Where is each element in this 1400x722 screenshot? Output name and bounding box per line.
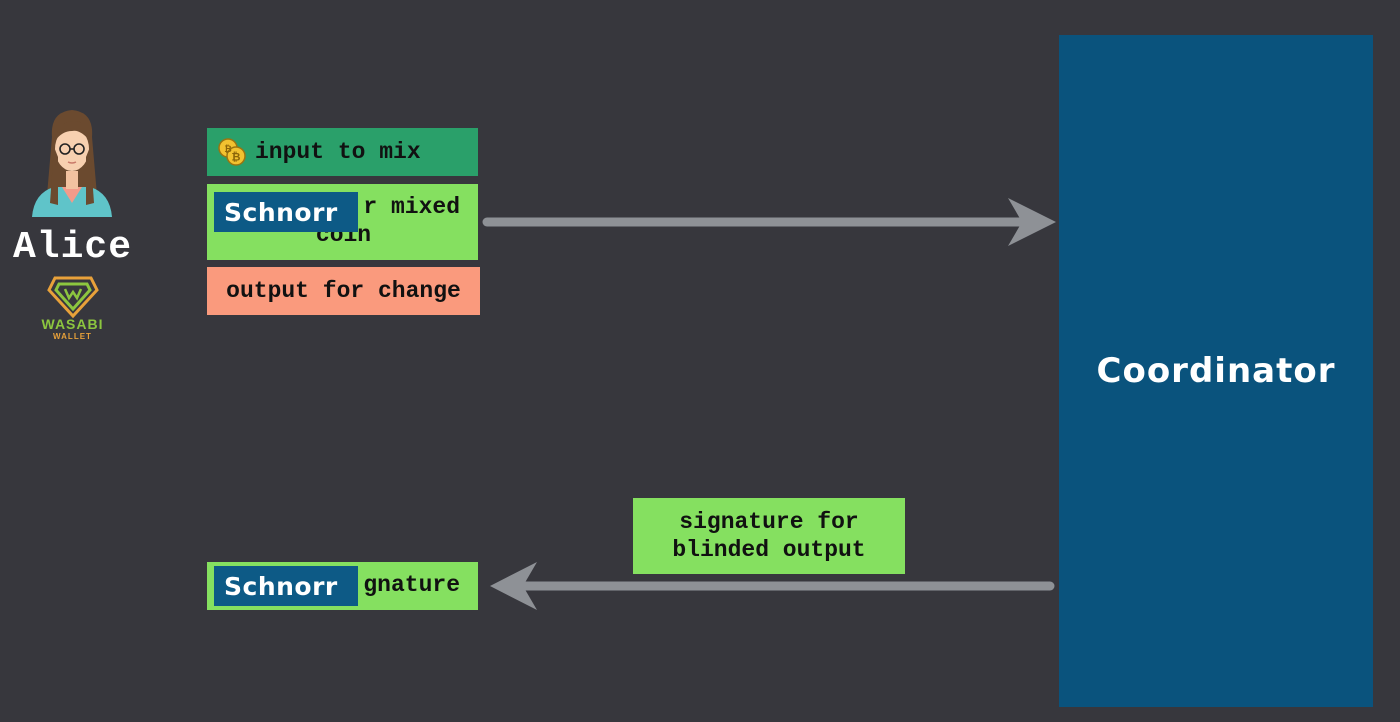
svg-text:₿: ₿: [232, 151, 241, 164]
coordinator-label: Coordinator: [1096, 351, 1336, 391]
schnorr-blind-badge: Schnorr: [214, 192, 358, 232]
arrow-to-alice: [490, 562, 1055, 610]
bitcoin-coins-icon: ₿ ₿: [218, 138, 246, 166]
signature-for-blinded-output-box: signature for blinded output: [633, 498, 905, 574]
unblinded-signature-label: gnature: [363, 572, 460, 598]
output-mixed-line1: r mixed: [363, 194, 460, 220]
alice-avatar-icon: [32, 110, 112, 217]
participant-name: Alice: [12, 226, 133, 269]
output-for-change-box: output for change: [207, 267, 480, 315]
wasabi-brand-text: WASABI: [41, 316, 104, 332]
arrow-to-coordinator: [482, 198, 1056, 246]
wasabi-sub-text: WALLET: [53, 332, 92, 341]
signature-line2: blinded output: [672, 537, 866, 563]
schnorr-unblind-badge: Schnorr: [214, 566, 358, 606]
input-to-mix-box: ₿ ₿ input to mix: [207, 128, 478, 176]
coordinator-server: Coordinator: [1059, 35, 1373, 707]
svg-text:₿: ₿: [224, 144, 231, 155]
wasabi-shield-logo: [47, 276, 99, 319]
input-to-mix-label: input to mix: [255, 139, 421, 165]
output-for-change-label: output for change: [226, 278, 461, 304]
signature-line1: signature for: [679, 509, 859, 535]
